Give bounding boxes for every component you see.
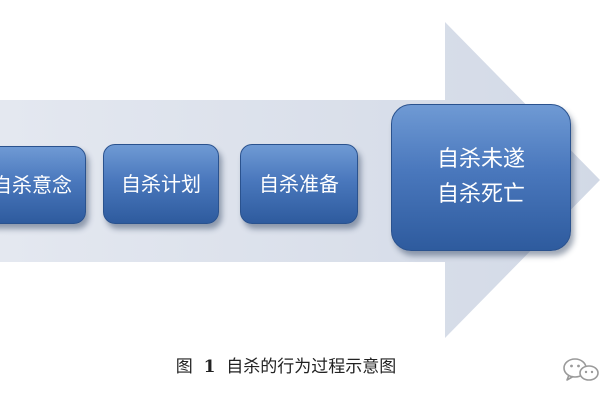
wechat-watermark-icon [563, 358, 599, 381]
stage-label: 自杀意念 [0, 172, 72, 197]
stage-suicidal-ideation: 自杀意念 [0, 146, 86, 224]
stage-label: 自杀计划 [121, 171, 201, 196]
stage-label-attempt: 自杀未遂 [436, 147, 525, 173]
caption-text: 自杀的行为过程示意图 [226, 357, 397, 377]
figure-caption: 图 1 自杀的行为过程示意图 [0, 352, 572, 377]
caption-prefix: 图 [175, 357, 193, 377]
stage-suicide-preparation: 自杀准备 [240, 144, 358, 224]
stage-label-death: 自杀死亡 [436, 181, 525, 207]
stage-label: 自杀准备 [259, 171, 339, 196]
caption-number: 1 [203, 357, 216, 377]
stage-suicide-plan: 自杀计划 [103, 144, 219, 224]
stage-outcome: 自杀未遂 自杀死亡 [391, 104, 571, 251]
